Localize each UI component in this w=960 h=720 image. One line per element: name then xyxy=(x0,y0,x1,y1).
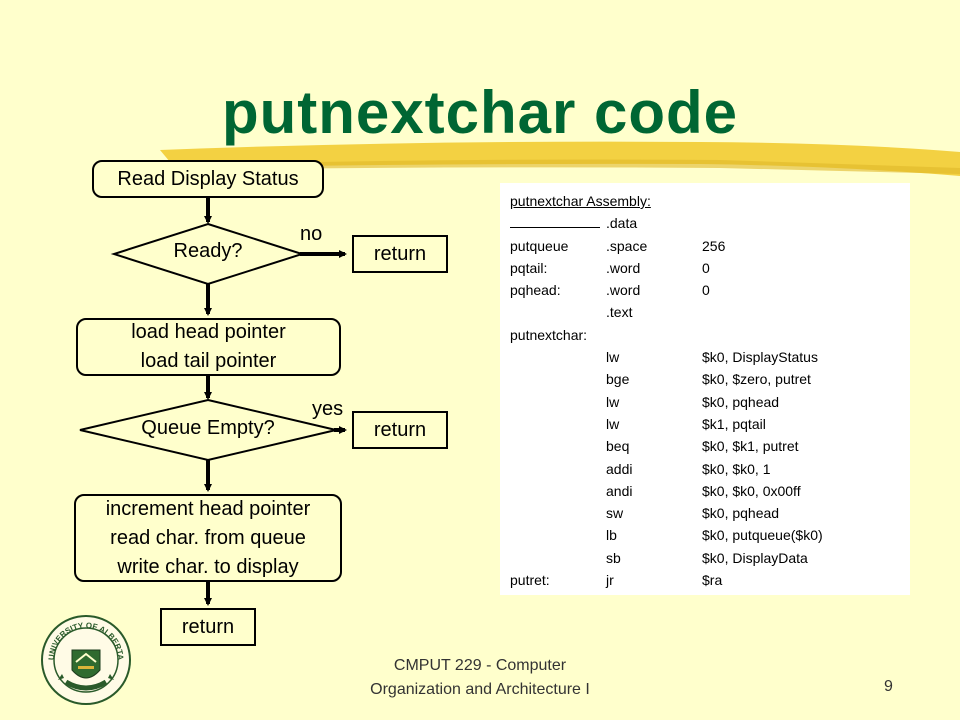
assembly-op: sb xyxy=(606,549,621,566)
assembly-label: putnextchar: xyxy=(510,326,588,343)
assembly-op: .word xyxy=(606,259,641,276)
assembly-args: $k0, pqhead xyxy=(702,393,780,410)
edge-label-no: no xyxy=(300,223,323,245)
decision-queue-empty-label: Queue Empty? xyxy=(141,417,275,439)
assembly-heading-row: putnextchar Assembly: xyxy=(510,190,910,212)
assembly-line: beq $k0, $k1, putret xyxy=(510,435,910,457)
assembly-line: lw $k1, pqtail xyxy=(510,413,910,435)
assembly-label: putqueue xyxy=(510,237,569,254)
assembly-op: beq xyxy=(606,438,630,455)
label-underline xyxy=(510,213,600,229)
decision-ready-label: Ready? xyxy=(173,240,243,262)
assembly-line: sb $k0, DisplayData xyxy=(510,547,910,569)
assembly-line: addi $k0, $k0, 1 xyxy=(510,458,910,480)
assembly-op: lw xyxy=(606,415,620,432)
assembly-line: sw $k0, pqhead xyxy=(510,502,910,524)
increment-head-text: increment head pointer xyxy=(105,497,311,520)
assembly-line: pqhead: .word 0 xyxy=(510,279,910,301)
assembly-label xyxy=(510,212,600,234)
assembly-args: $k0, putqueue($k0) xyxy=(702,527,823,544)
course-footer: CMPUT 229 - Computer Organization and Ar… xyxy=(270,654,690,702)
assembly-op: addi xyxy=(606,460,633,477)
assembly-line: .text xyxy=(510,301,910,323)
assembly-op: .space xyxy=(606,237,648,254)
assembly-args: $k0, $k1, putret xyxy=(702,438,799,455)
process-output-char: increment head pointer read char. from q… xyxy=(74,494,342,582)
assembly-line: lw $k0, DisplayStatus xyxy=(510,346,910,368)
assembly-line: putnextchar: xyxy=(510,324,910,346)
load-tail-pointer-text: load tail pointer xyxy=(140,350,277,372)
page-title: putnextchar code xyxy=(221,79,739,146)
assembly-op: jr xyxy=(606,572,614,589)
assembly-args: $k1, pqtail xyxy=(702,415,766,432)
decision-ready-shape xyxy=(110,222,306,286)
assembly-args: $k0, pqhead xyxy=(702,505,780,522)
assembly-args: $ra xyxy=(702,572,723,589)
assembly-args: $k0, $zero, putret xyxy=(702,371,811,388)
assembly-op: lb xyxy=(606,527,617,544)
terminal-return-queue-empty: return xyxy=(352,411,448,449)
assembly-op: .data xyxy=(606,215,638,232)
assembly-op: andi xyxy=(606,482,633,499)
assembly-op: lw xyxy=(606,393,620,410)
edge-label-yes: yes xyxy=(312,398,344,420)
assembly-args: $k0, DisplayData xyxy=(702,549,808,566)
terminal-return-not-ready: return xyxy=(352,235,448,273)
assembly-line: bge $k0, $zero, putret xyxy=(510,368,910,390)
assembly-args: $k0, $k0, 1 xyxy=(702,460,771,477)
assembly-line: putqueue .space 256 xyxy=(510,235,910,257)
university-of-alberta-crest-icon: UNIVERSITY OF ALBERTA xyxy=(41,615,131,705)
assembly-line: pqtail: .word 0 xyxy=(510,257,910,279)
assembly-op: sw xyxy=(606,505,624,522)
assembly-label: pqtail: xyxy=(510,259,548,276)
assembly-heading: putnextchar Assembly: xyxy=(510,193,651,209)
page-number: 9 xyxy=(884,678,893,695)
assembly-args: 0 xyxy=(702,282,710,299)
assembly-args: 256 xyxy=(702,237,726,254)
footer-line-1: CMPUT 229 - Computer xyxy=(393,657,567,674)
write-char-text: write char. to display xyxy=(117,555,299,578)
decision-queue-empty-shape xyxy=(79,398,337,462)
assembly-code-panel: putnextchar Assembly: .data putqueue .spac… xyxy=(500,183,910,595)
assembly-label: pqhead: xyxy=(510,282,561,299)
assembly-op: .text xyxy=(606,304,633,321)
assembly-op: lw xyxy=(606,349,620,366)
terminal-return-final: return xyxy=(160,608,256,646)
assembly-line: andi $k0, $k0, 0x00ff xyxy=(510,480,910,502)
footer-line-2: Organization and Architecture I xyxy=(370,681,590,698)
assembly-args: $k0, DisplayStatus xyxy=(702,349,818,366)
assembly-line: lb $k0, putqueue($k0) xyxy=(510,524,910,546)
assembly-line: .data xyxy=(510,212,910,234)
assembly-label: putret: xyxy=(510,572,550,589)
process-read-display-status: Read Display Status xyxy=(92,160,324,198)
assembly-op: .word xyxy=(606,282,641,299)
assembly-line: lw $k0, pqhead xyxy=(510,391,910,413)
assembly-line: putret: jr $ra xyxy=(510,569,910,591)
assembly-args: 0 xyxy=(702,259,710,276)
read-char-text: read char. from queue xyxy=(110,526,306,549)
process-load-pointers: load head pointer load tail pointer xyxy=(76,318,341,376)
assembly-args: $k0, $k0, 0x00ff xyxy=(702,482,801,499)
load-head-pointer-text: load head pointer xyxy=(131,321,286,343)
assembly-op: bge xyxy=(606,371,630,388)
